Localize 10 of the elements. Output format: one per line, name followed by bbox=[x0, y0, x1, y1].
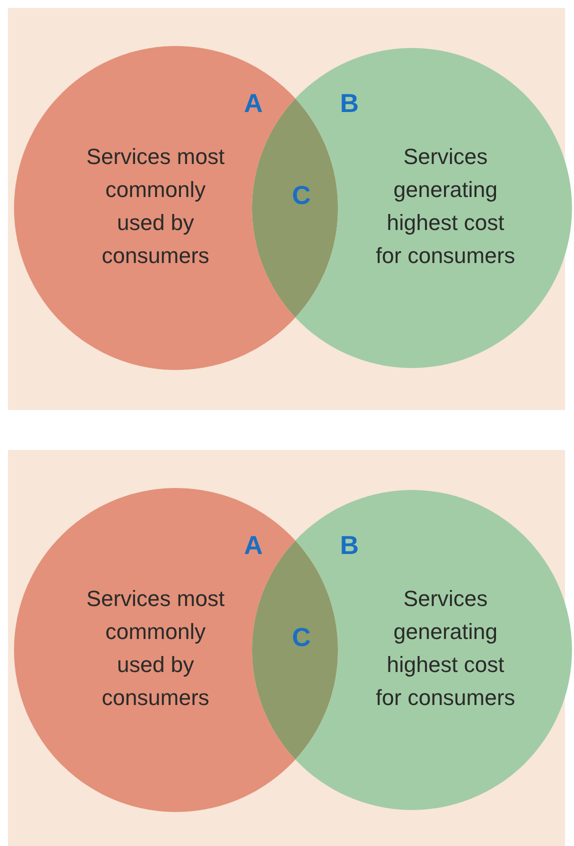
circle-label: Services generating highest cost for consumers bbox=[374, 585, 516, 712]
region-letter: B bbox=[340, 88, 359, 119]
region-letter: C bbox=[292, 180, 311, 211]
region-letter: A bbox=[244, 530, 263, 561]
region-letter: A bbox=[244, 88, 263, 119]
region-letter: B bbox=[340, 530, 359, 561]
region-letter: C bbox=[292, 622, 311, 653]
circle-label: Services most commonly used by consumers bbox=[85, 143, 226, 270]
circle-label: Services most commonly used by consumers bbox=[85, 585, 226, 712]
circle-label: Services generating highest cost for consumers bbox=[374, 143, 516, 270]
